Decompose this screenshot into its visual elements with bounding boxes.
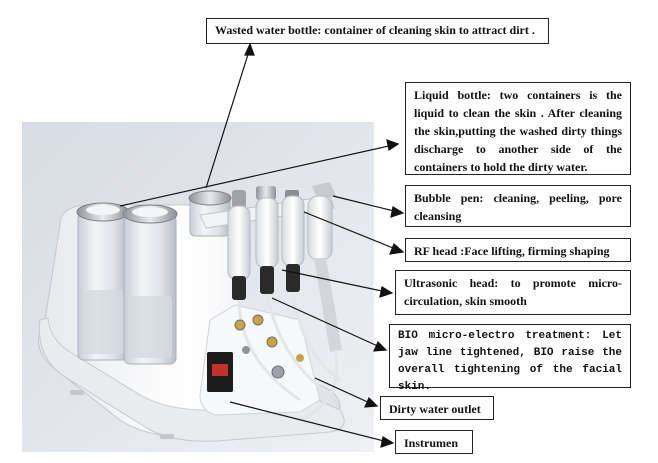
callout-ultrasonic-head: Ultrasonic head: to promote micro-circul…	[395, 270, 631, 315]
panel-connectors	[234, 314, 304, 379]
cables	[237, 291, 341, 422]
callout-bubble-pen: Bubble pen: cleaning, peeling, pore clea…	[405, 185, 631, 227]
callout-liquid-bottle: Liquid bottle: two containers is the liq…	[405, 82, 631, 175]
power-switch	[207, 352, 233, 392]
handpiece-3	[281, 190, 305, 292]
callout-dirty-water-outlet: Dirty water outlet	[380, 396, 494, 420]
machine-foot	[70, 390, 84, 395]
leader-lines	[119, 42, 405, 448]
callout-wasted-water-bottle: Wasted water bottle: container of cleani…	[206, 18, 549, 44]
left-bottle	[76, 202, 130, 361]
handpiece-4	[307, 182, 342, 352]
handpiece-2	[255, 186, 279, 294]
callout-rf-head: RF head :Face lifting, firming shaping	[405, 238, 631, 262]
callout-bio-treatment: BIO micro-electro treatment: Let jaw lin…	[389, 324, 631, 393]
machine-foot	[160, 434, 174, 439]
callout-instrument: Instrumen	[395, 430, 473, 454]
handpiece-1	[227, 190, 251, 300]
right-bottle	[122, 204, 178, 365]
